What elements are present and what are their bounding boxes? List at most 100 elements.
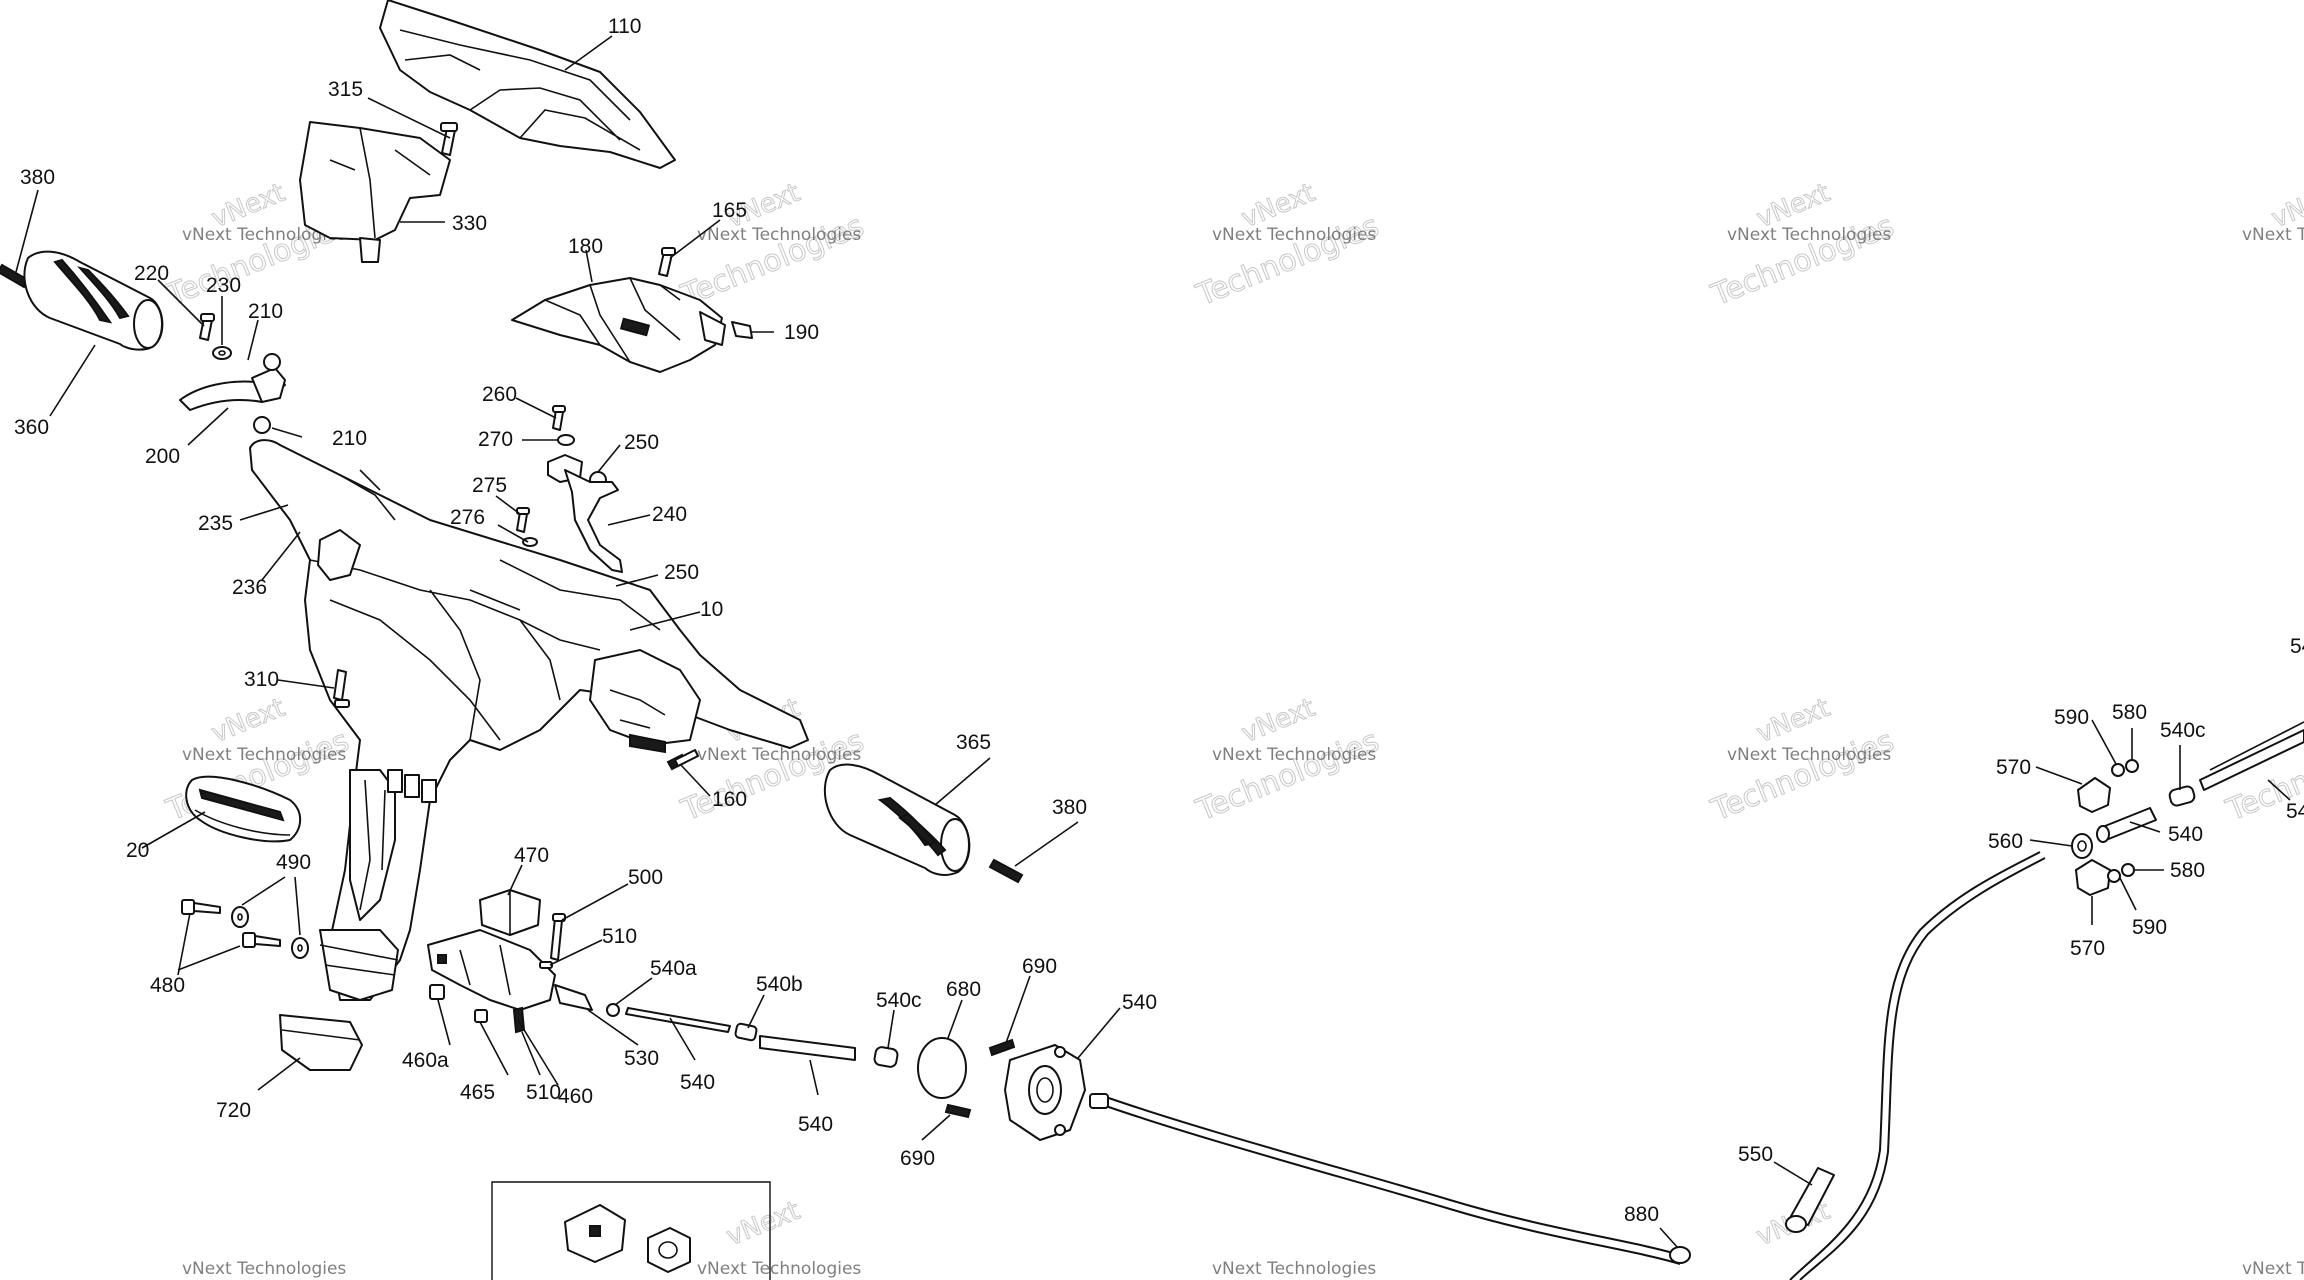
part-540-throttle-cable xyxy=(1089,1093,1681,1265)
callout-250-upper: 250 xyxy=(624,431,659,454)
callout-260: 260 xyxy=(482,383,517,406)
callout-465: 465 xyxy=(460,1081,495,1104)
part-10-handlebar xyxy=(249,439,809,1001)
callout-235: 235 xyxy=(198,512,233,535)
part-365-right-grip xyxy=(823,763,971,876)
callout-380-right: 380 xyxy=(1052,796,1087,819)
watermark-line2: vNext Technologies xyxy=(2242,1259,2304,1279)
part-540-rod-long xyxy=(759,1035,856,1061)
watermark-line2: vNext Technologies xyxy=(182,1259,346,1279)
callout-310: 310 xyxy=(244,668,279,691)
part-240-brake-lever xyxy=(564,469,623,573)
callout-276: 276 xyxy=(450,506,485,529)
callout-510-lower: 510 xyxy=(526,1081,561,1104)
watermark-line2: vNext Technologies xyxy=(1212,225,1376,245)
part-680-o-ring xyxy=(917,1037,967,1099)
part-590-washer-upper xyxy=(2111,763,2125,777)
part-470-bracket xyxy=(479,889,541,936)
watermark-line1: vNext xyxy=(1752,693,1834,749)
leader-lines xyxy=(15,35,2291,1249)
callout-180: 180 xyxy=(568,235,603,258)
part-490-washer-lower xyxy=(291,937,309,959)
part-220-screw xyxy=(199,313,215,341)
watermark-line2: vNext Technologies xyxy=(182,745,346,765)
callout-590-lower: 590 xyxy=(2132,916,2167,939)
watermark-line3: Technologies xyxy=(1191,724,1384,829)
watermark-line1: vNext xyxy=(1237,693,1319,749)
part-270-washer xyxy=(557,434,575,446)
callout-540c: 540c xyxy=(876,989,922,1012)
part-310-screw xyxy=(333,669,350,708)
callout-380-left: 380 xyxy=(20,166,55,189)
watermark-line2: vNext Technologies xyxy=(1727,225,1891,245)
part-590-washer-lower xyxy=(2121,863,2135,877)
callout-490: 490 xyxy=(276,851,311,874)
callout-680: 680 xyxy=(946,978,981,1001)
callout-230: 230 xyxy=(206,274,241,297)
callout-540-sleeve: 540 xyxy=(2168,823,2203,846)
callout-236: 236 xyxy=(232,576,267,599)
callout-360: 360 xyxy=(14,416,49,439)
callout-510-upper: 510 xyxy=(602,925,637,948)
callout-540c-right: 540c xyxy=(2160,719,2206,742)
watermark-line3: Technologies xyxy=(1706,724,1899,829)
callout-460a: 460a xyxy=(402,1049,449,1072)
callout-540-rod-long: 540 xyxy=(798,1113,833,1136)
watermark-line2: vNext Technologies xyxy=(1727,745,1891,765)
part-460a-block xyxy=(429,984,445,1000)
part-315-screw xyxy=(440,122,458,156)
callout-590-upper: 590 xyxy=(2054,706,2089,729)
part-110-upper-cover xyxy=(379,0,676,169)
callout-580-lower: 580 xyxy=(2170,859,2205,882)
callout-690-upper: 690 xyxy=(1022,955,1057,978)
part-276-washer xyxy=(522,537,538,547)
watermark-line2: vNext Technologies xyxy=(1212,1259,1376,1279)
callout-160: 160 xyxy=(712,788,747,811)
callout-480: 480 xyxy=(150,974,185,997)
callout-540b: 540b xyxy=(756,973,803,996)
callout-190: 190 xyxy=(784,321,819,344)
part-480-bolt-lower xyxy=(242,932,281,948)
callout-20: 20 xyxy=(126,839,149,862)
part-510-spring-upper xyxy=(539,961,553,969)
callout-560: 560 xyxy=(1988,830,2023,853)
callout-530: 530 xyxy=(624,1047,659,1070)
part-165-screw xyxy=(658,247,676,277)
callout-240: 240 xyxy=(652,503,687,526)
part-330-left-cover xyxy=(299,121,451,263)
watermark-line1: vNext xyxy=(722,1196,804,1252)
callout-275: 275 xyxy=(472,474,507,497)
part-180-right-cover xyxy=(511,277,726,373)
callout-365: 365 xyxy=(956,731,991,754)
part-690-screw-upper xyxy=(988,1038,1016,1057)
callout-720: 720 xyxy=(216,1099,251,1122)
watermark-line2: vNext Technologies xyxy=(697,225,861,245)
part-200-lever xyxy=(179,367,286,411)
callout-580-upper: 580 xyxy=(2112,701,2147,724)
callout-54-lower: 54 xyxy=(2286,800,2304,823)
callout-110: 110 xyxy=(608,15,641,38)
callout-470: 470 xyxy=(514,844,549,867)
part-540c-spacer xyxy=(873,1046,899,1068)
part-360-left-grip xyxy=(23,250,164,351)
callout-200: 200 xyxy=(145,445,180,468)
part-540a-nut xyxy=(606,1003,620,1017)
part-570-clip-upper xyxy=(2077,777,2111,813)
watermark-line2: vNext Technologies xyxy=(1212,745,1376,765)
part-560-washer xyxy=(2071,833,2093,859)
part-380-screw-right xyxy=(988,858,1024,884)
callout-570-lower: 570 xyxy=(2070,937,2105,960)
callout-330: 330 xyxy=(452,212,487,235)
watermark-line2: vNext Technologies xyxy=(182,225,346,245)
callout-540-housing: 540 xyxy=(1122,991,1157,1014)
callout-54-upper: 54 xyxy=(2290,635,2304,658)
part-580-nut-lower xyxy=(2107,869,2121,883)
callout-570-upper: 570 xyxy=(1996,756,2031,779)
part-230-washer xyxy=(212,346,232,360)
part-275-screw xyxy=(516,507,530,533)
part-260-screw xyxy=(552,405,566,431)
callout-550: 550 xyxy=(1738,1143,1773,1166)
callout-500: 500 xyxy=(628,866,663,889)
callout-165: 165 xyxy=(712,199,747,222)
watermark-line2: vNext Technologies xyxy=(697,745,861,765)
